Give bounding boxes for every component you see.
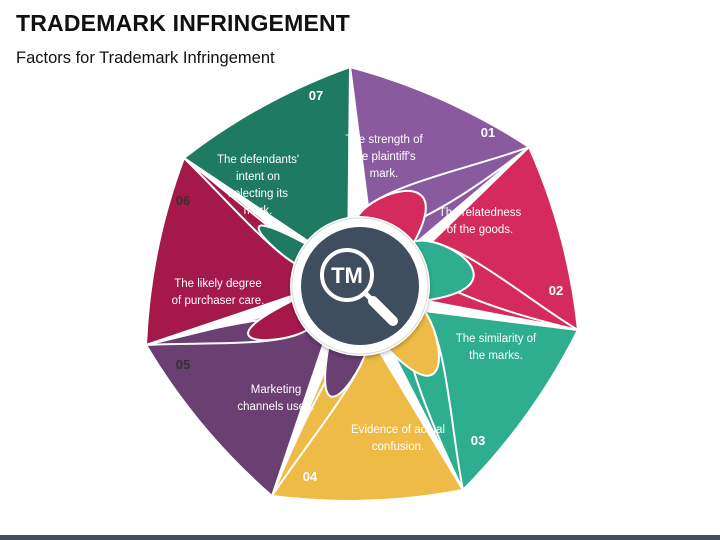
segment-03-text: The similarity of the marks.: [456, 333, 537, 362]
segment-02-number: 02: [549, 283, 563, 298]
bottom-bar: [0, 535, 720, 540]
segment-03-line: The similarity of: [456, 333, 537, 345]
magnifier-icon: [320, 248, 398, 326]
segment-01-line: mark.: [370, 168, 399, 180]
segment-06-line: of purchaser care.: [172, 295, 265, 307]
page-title: TRADEMARK INFRINGEMENT: [16, 10, 351, 36]
segment-04-line: Evidence of actual: [351, 424, 445, 436]
segment-02-text: The relatedness of the goods.: [439, 207, 522, 236]
segment-07-number: 07: [309, 88, 323, 103]
segment-01-line: the plaintiff's: [352, 151, 416, 163]
segment-01-text: The strength of the plaintiff's mark.: [345, 134, 423, 180]
segment-05-number: 05: [176, 357, 190, 372]
segment-05-text: Marketing channels used.: [237, 384, 314, 413]
segment-03-number: 03: [471, 433, 485, 448]
segment-07: [183, 66, 362, 273]
segment-01-line: The strength of: [345, 134, 423, 146]
segment-03: [367, 239, 579, 491]
segment-02-line: The relatedness: [439, 207, 522, 219]
segment-07-line: The defendants': [217, 154, 299, 166]
segment-05-line: channels used.: [237, 401, 314, 413]
segment-07-line: selecting its: [228, 188, 288, 200]
segment-06: [145, 157, 337, 346]
page-subtitle: Factors for Trademark Infringement: [16, 49, 275, 67]
segment-01-number: 01: [481, 125, 495, 140]
segment-05-line: Marketing: [251, 384, 302, 396]
segment-04: [271, 297, 464, 502]
center-label: TM: [331, 263, 363, 288]
segment-06-line: The likely degree: [174, 278, 262, 290]
segment-07-line: intent on: [236, 171, 280, 183]
segment-04-number: 04: [303, 469, 318, 484]
segment-07-text: The defendants' intent on selecting its mar…: [217, 154, 299, 217]
segment-06-text: The likely degree of purchaser care.: [172, 278, 265, 307]
segment-04-text: Evidence of actual confusion.: [351, 424, 445, 453]
segment-04-line: confusion.: [372, 441, 424, 453]
segment-02-line: of the goods.: [447, 224, 514, 236]
segment-06-number: 06: [176, 193, 190, 208]
segment-03-line: the marks.: [469, 350, 523, 362]
segment-07-line: mark.: [244, 205, 273, 217]
center-badge: TM: [290, 216, 430, 356]
